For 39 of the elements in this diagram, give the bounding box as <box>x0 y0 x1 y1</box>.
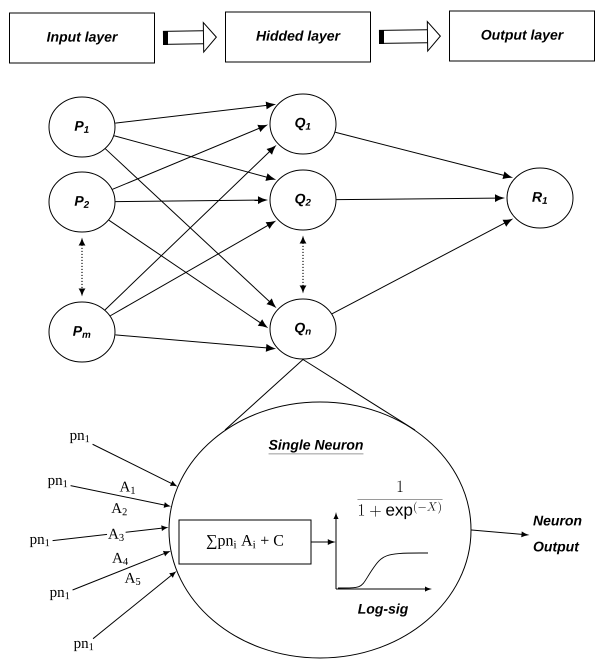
input-line <box>70 485 170 508</box>
arrow <box>336 194 504 202</box>
weight-label: A$_{3}$ <box>107 528 126 542</box>
dotted-arrow <box>300 237 306 292</box>
plot-label: Log-sig <box>358 603 408 617</box>
input-label: pn$_{1}$ <box>50 590 70 600</box>
input-label: pn$_{1}$ <box>30 536 50 548</box>
summation-box: ∑pn$_{i}$ A$_{i}$ + C <box>178 520 312 564</box>
input-label: pn$_{1}$ <box>74 640 94 652</box>
weight-label: A$_{5}$ <box>124 572 142 586</box>
arrow <box>332 218 512 314</box>
arrow <box>114 135 275 181</box>
weight-label: A$_{4}$ <box>111 552 130 566</box>
input-label: pn$_{1}$ <box>70 432 90 444</box>
neuron-title: Single Neuron <box>268 439 364 454</box>
input-line <box>92 444 176 486</box>
arrow <box>114 102 275 124</box>
layer-box: Input layer <box>9 12 155 64</box>
zoom-lines <box>224 359 416 430</box>
arrow <box>311 539 334 545</box>
weight-label: A$_{1}$ <box>118 480 138 495</box>
input-line <box>72 551 170 590</box>
arrow <box>114 334 275 352</box>
dotted-arrow <box>79 239 85 295</box>
arrow <box>108 220 268 328</box>
arrow <box>471 530 528 537</box>
arrow <box>112 124 267 190</box>
arrow <box>110 221 276 316</box>
output-text: Neuron Output <box>533 516 582 554</box>
layer-box: Output layer <box>449 10 595 62</box>
formula: $\frac{1}{1+\exp^{(-X)}}$ <box>357 480 443 520</box>
arrow <box>115 196 267 204</box>
input-line <box>92 572 176 640</box>
input-label: pn$_{1}$ <box>48 478 68 488</box>
input-line <box>52 526 168 542</box>
weight-label: A$_{2}$ <box>110 502 129 516</box>
arrow <box>334 132 512 179</box>
single-neuron-circle <box>168 402 472 658</box>
layer-box: Hidded layer <box>225 12 371 62</box>
